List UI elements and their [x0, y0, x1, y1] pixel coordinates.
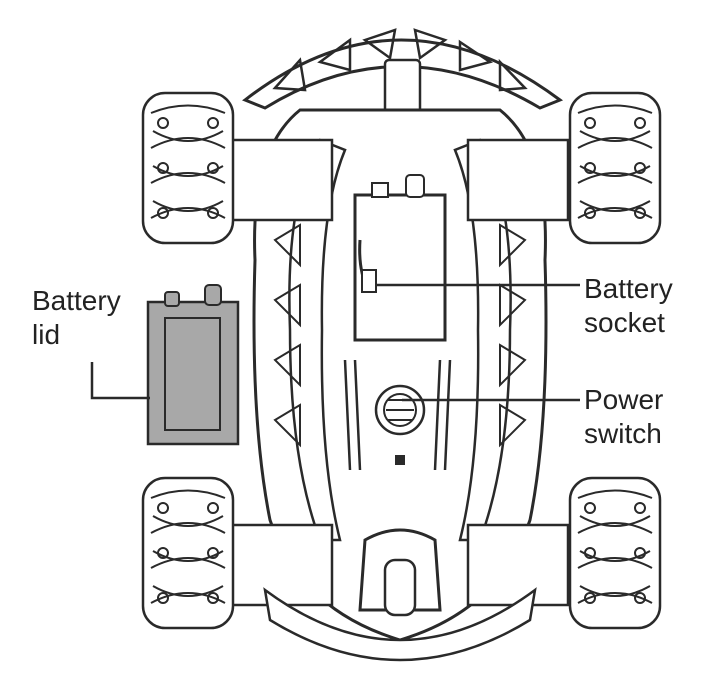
power-switch-label-line2: switch	[584, 418, 662, 449]
wheel-rear-right	[568, 476, 662, 630]
battery-lid-label-line1: Battery	[32, 285, 121, 316]
chassis	[230, 108, 570, 662]
battery-lid-label: Battery lid	[32, 284, 121, 352]
power-switch-label-line1: Power	[584, 384, 664, 415]
battery-lid	[146, 284, 240, 446]
leader-battery-lid	[90, 362, 150, 400]
battery-socket-label: Battery socket	[584, 272, 673, 340]
battery-socket-label-line1: Battery	[584, 273, 673, 304]
battery-socket-label-line2: socket	[584, 307, 665, 338]
power-switch-label: Power switch	[584, 383, 663, 451]
front-bumper	[242, 28, 564, 117]
wheel-front-right	[568, 91, 662, 245]
battery-lid-label-line2: lid	[32, 319, 61, 350]
battery-box	[353, 174, 447, 342]
leader-lines	[90, 283, 580, 402]
power-switch	[374, 384, 426, 465]
wheel-front-left	[141, 91, 235, 245]
wheel-rear-left	[141, 476, 235, 630]
